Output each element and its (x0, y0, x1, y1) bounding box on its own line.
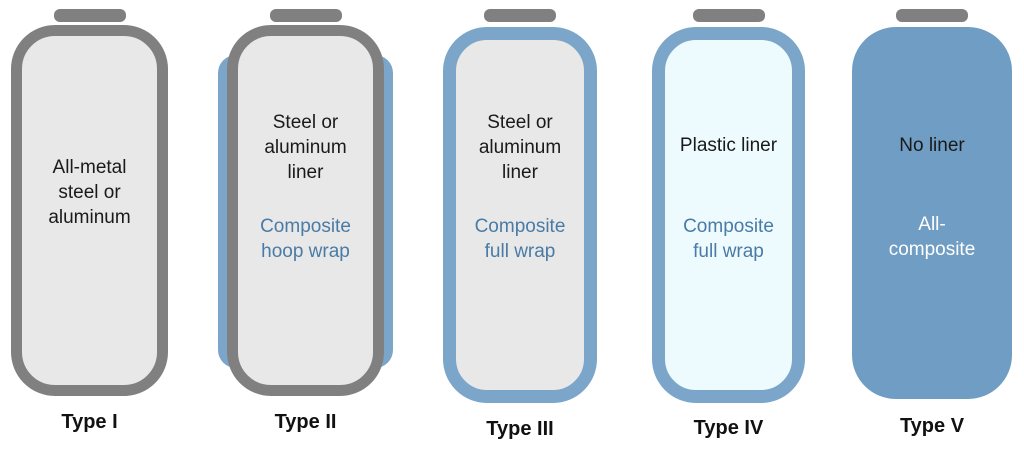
liner-label: Steel or aluminum liner (264, 112, 347, 183)
type-label: Type IV (693, 417, 764, 439)
wrap-label: Composite full wrap (474, 216, 566, 262)
type-label: Type I (61, 411, 118, 433)
cylinder-body (852, 27, 1012, 399)
wrap-label: All- composite (888, 214, 976, 260)
liner-label: All-metal steel or aluminum (48, 157, 131, 228)
wrap-label: Composite full wrap (683, 216, 774, 262)
valve-cap (269, 9, 342, 22)
type-label: Type III (486, 418, 554, 440)
liner-label: No liner (899, 135, 965, 156)
liner-label: Plastic liner (679, 135, 778, 156)
cylinder-body (443, 27, 597, 403)
cylinder-body (11, 25, 168, 396)
liner-label: Steel or aluminum liner (478, 112, 562, 183)
wrap-label: Composite hoop wrap (260, 216, 351, 262)
valve-cap (692, 9, 765, 22)
type-label: Type V (899, 415, 965, 437)
cylinder-type-3: Steel or aluminum liner Composite full w… (443, 0, 597, 462)
cylinder-body (227, 25, 384, 396)
valve-cap (53, 9, 126, 22)
type-label: Type II (274, 411, 337, 433)
cylinder-type-1: All-metal steel or aluminum Type I (11, 0, 168, 462)
cylinder-body (652, 27, 805, 403)
valve-cap (484, 9, 556, 22)
cylinder-type-2: Steel or aluminum liner Composite hoop w… (218, 0, 393, 462)
cylinder-type-5: No liner All- composite Type V (852, 0, 1012, 462)
valve-cap (896, 9, 968, 22)
cylinder-type-4: Plastic liner Composite full wrap Type I… (652, 0, 805, 462)
